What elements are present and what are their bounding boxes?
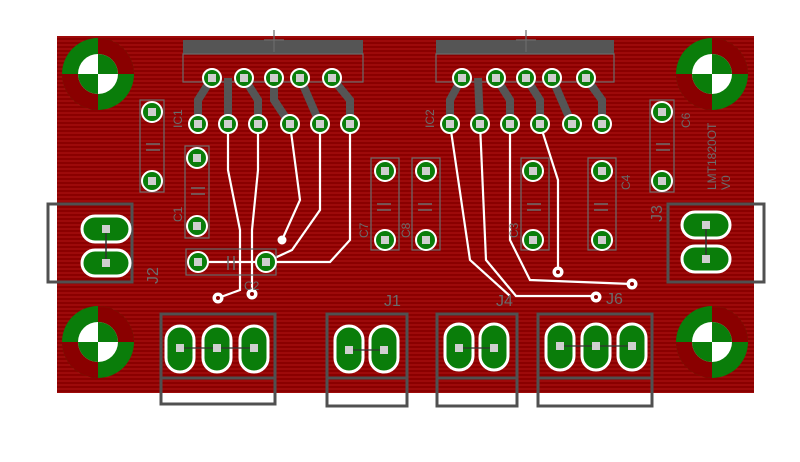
label-version: V0 [719, 175, 733, 190]
label-c2: C2 [244, 279, 260, 293]
pads[interactable] [141, 68, 673, 304]
label-c6: C6 [679, 112, 693, 128]
capacitor-symbols [146, 143, 670, 270]
label-c3: C3 [507, 222, 521, 238]
connector-j3[interactable] [666, 202, 766, 284]
label-j6: J6 [606, 291, 623, 308]
label-j4: J4 [496, 293, 513, 310]
silkscreen-labels: IC1 C1 C2 C7 C8 IC2 C3 C4 C5 C6 LMT1820O… [145, 109, 733, 310]
label-j3: J3 [649, 205, 666, 222]
connector-j5[interactable] [159, 312, 277, 406]
label-j1: J1 [384, 293, 401, 310]
label-c7: C7 [357, 222, 371, 238]
connector-j2[interactable] [46, 202, 134, 284]
label-c1: C1 [171, 206, 185, 222]
mounting-hole-bottom-left[interactable] [62, 306, 134, 378]
connector-j6[interactable] [536, 312, 654, 408]
connector-j4[interactable] [435, 312, 519, 408]
label-ic2: IC2 [423, 109, 437, 128]
label-ic1: IC1 [171, 109, 185, 128]
connector-j1[interactable] [325, 312, 409, 408]
mounting-hole-top-right[interactable] [676, 38, 748, 110]
mounting-hole-top-left[interactable] [62, 38, 134, 110]
label-board-name: LMT1820OT [705, 122, 719, 190]
label-j2: J2 [145, 267, 162, 284]
mounting-hole-bottom-right[interactable] [676, 306, 748, 378]
traces [198, 123, 633, 300]
label-c4: C4 [619, 174, 633, 190]
label-c8: C8 [399, 222, 413, 238]
via [277, 235, 287, 245]
